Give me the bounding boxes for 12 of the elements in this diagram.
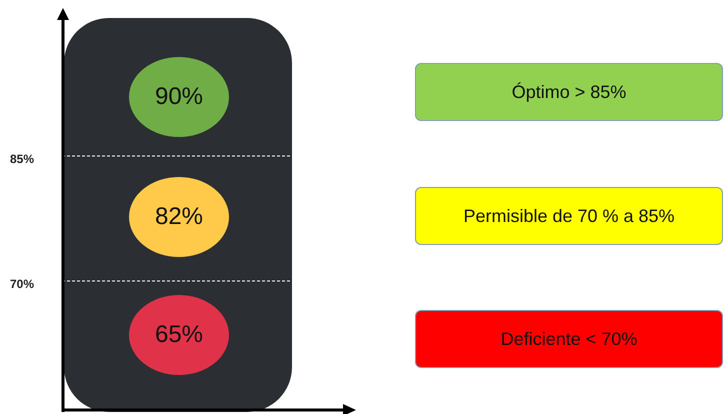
range-box: [415, 63, 723, 121]
range-box: [415, 310, 723, 368]
status-text: Deficiente < 70%: [500, 328, 638, 350]
status-text: 65%: [154, 321, 204, 349]
status-text: Permisible de 70 % a 85%: [463, 206, 675, 226]
range-box: [415, 187, 723, 245]
status-text: 82%: [154, 203, 204, 231]
traffic-light-panel: [64, 18, 292, 412]
threshold-label: 85%: [10, 152, 34, 166]
threshold-label: 70%: [10, 277, 34, 291]
status-text: Óptimo > 85%: [512, 82, 626, 102]
status-text: 90%: [154, 83, 204, 111]
